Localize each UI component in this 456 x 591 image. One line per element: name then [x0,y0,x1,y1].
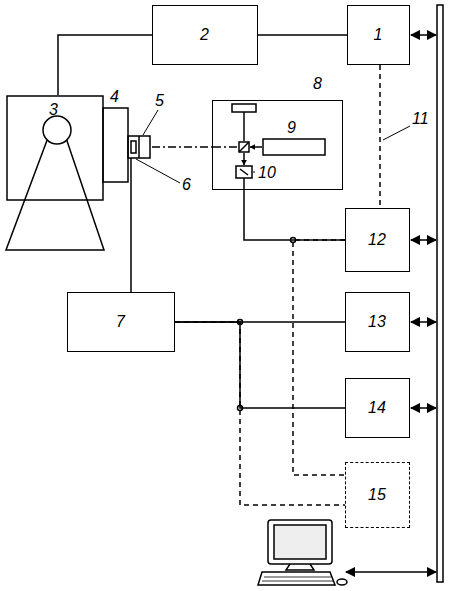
laser [263,139,325,155]
leader-line [136,159,180,183]
unit-number: 3 [49,101,58,119]
unit-number: 2 [200,26,209,44]
leader-line [383,126,410,140]
connector [175,322,345,505]
beam [213,146,238,148]
machine-node: 3 [5,95,152,252]
connector [293,240,345,475]
detector [236,166,252,178]
machine-outline [5,95,152,252]
callout-number: 10 [258,164,276,182]
unit-number: 8 [313,75,322,93]
beam-splitter [239,142,249,152]
wire [243,178,245,190]
bus-link [411,239,436,241]
detector [240,169,248,175]
bus-link [411,407,436,409]
unit-number: 13 [368,313,386,331]
leader-line [143,110,158,135]
unit-box: 8 [212,100,343,190]
unit-box: 2 [152,5,258,65]
connector [58,35,152,95]
callout-number: 6 [182,176,191,194]
unit-number: 12 [368,231,386,249]
beam [243,153,245,165]
bus-link [411,321,436,323]
callout-number: 4 [110,88,119,106]
connector [130,252,132,292]
unit-number: 14 [368,399,386,417]
unit-box: 7 [67,292,175,352]
beam [250,146,262,148]
laser-beam [152,146,212,148]
connector [175,322,345,408]
leader-line [253,172,255,173]
unit-number: 7 [116,313,125,331]
unit-box: 14 [345,378,410,438]
beam [243,112,245,141]
unit-number: 15 [368,486,386,504]
data-bus [437,5,443,582]
computer-icon [258,520,347,585]
connector [258,34,347,36]
unit-box: 12 [345,208,410,272]
bus-link [346,571,436,573]
connector [244,190,345,240]
unit-box: 15 [345,462,410,528]
callout-number: 11 [412,110,429,128]
bus-link [411,34,436,36]
unit-box: 13 [345,292,410,352]
callout-number: 9 [287,119,296,137]
beam-splitter [239,142,249,152]
unit-box: 1 [347,5,410,65]
callout-number: 5 [155,92,164,110]
reference-mirror [232,104,256,112]
connector [379,65,381,208]
unit-number: 1 [374,26,383,44]
